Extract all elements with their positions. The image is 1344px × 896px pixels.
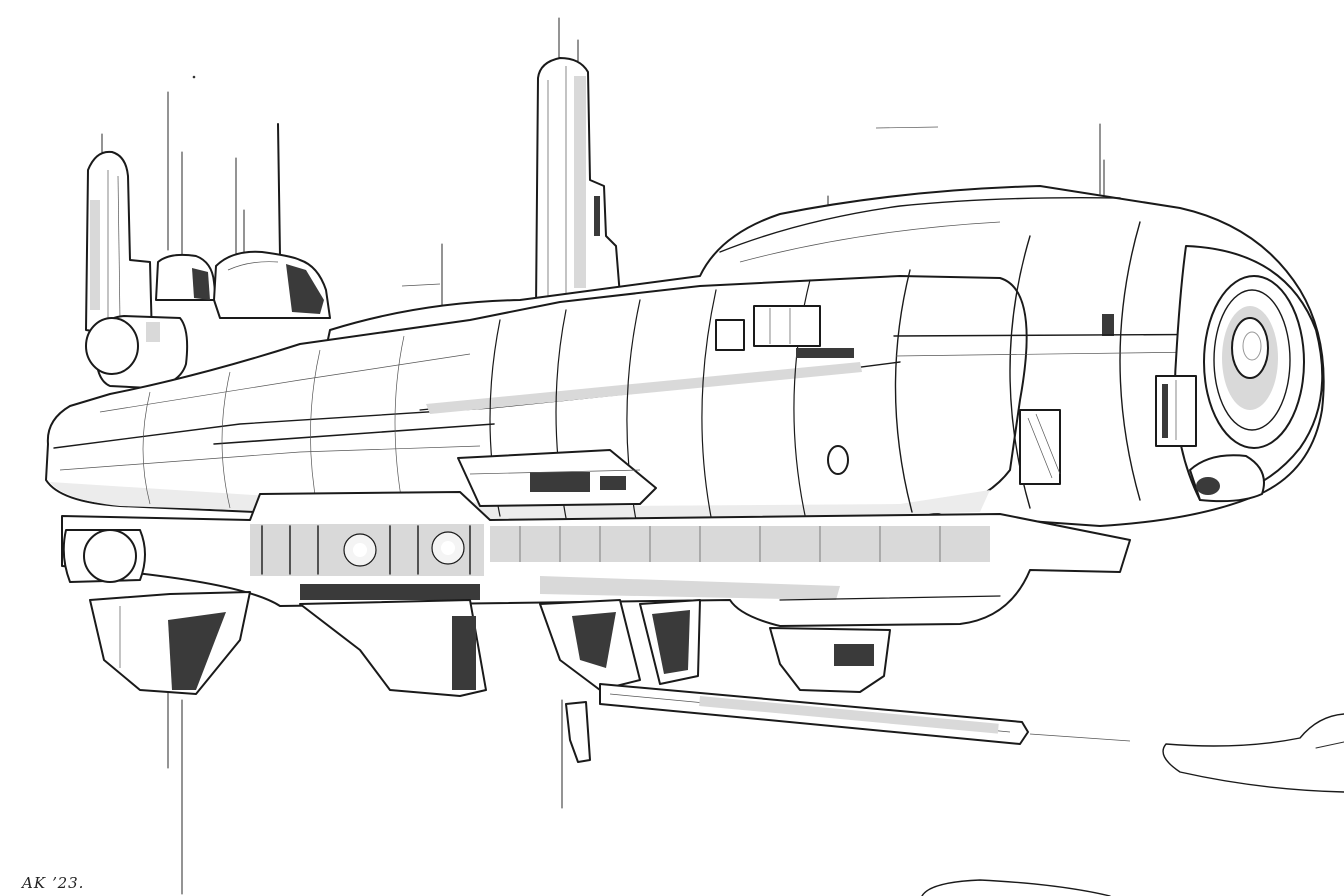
landing-boom: [599, 683, 1029, 745]
turret-cluster: [85, 250, 331, 389]
rear-engine-pod: [62, 529, 251, 695]
bridge-tower: [535, 57, 621, 309]
machinery-ribs: [261, 525, 471, 575]
belly-struts: [299, 599, 891, 763]
artist-signature: AK ʼ23.: [22, 874, 85, 892]
side-trench: [457, 449, 657, 507]
lower-hull: [61, 491, 1131, 627]
distant-ship: [921, 713, 1344, 896]
rear-tower: [85, 150, 153, 341]
antenna-array: [101, 17, 1131, 895]
belly-grille: [519, 526, 941, 562]
bow-engine: [827, 245, 1324, 503]
